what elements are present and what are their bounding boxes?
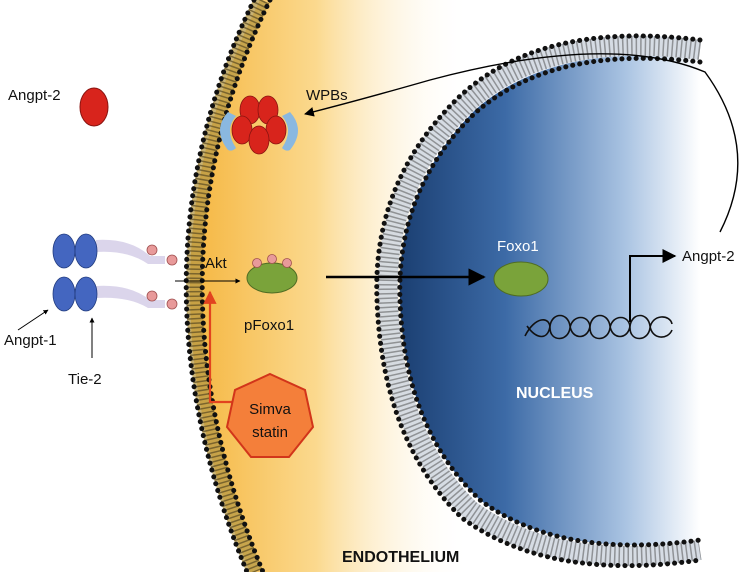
endothelium-label: ENDOTHELIUM — [342, 549, 459, 566]
angpt1-icon — [52, 233, 98, 312]
simvastatin-label-line1: Simva — [249, 401, 291, 418]
foxo1-icon — [493, 261, 549, 297]
heptagon-icon — [225, 372, 315, 458]
angpt1-label: Angpt-1 — [4, 332, 57, 349]
tie2-label: Tie-2 — [68, 371, 102, 388]
akt-label: Akt — [205, 255, 228, 272]
transcription-arrow — [629, 249, 677, 322]
nucleus — [374, 33, 703, 569]
foxo1-label: Foxo1 — [497, 238, 539, 255]
pfoxo1-icon — [246, 254, 298, 294]
angpt2-storage-arrow — [304, 53, 739, 233]
cell-membrane — [183, 0, 273, 572]
simvastatin-label-line2: statin — [252, 424, 288, 441]
angpt1-pointer-arrow — [17, 309, 49, 331]
nucleus-label: NUCLEUS — [516, 385, 594, 402]
wpbs-label: WPBs — [306, 87, 348, 104]
weibel-palade-body-icon — [220, 95, 298, 155]
tie2-receptor-icon — [96, 239, 178, 310]
pfoxo1-label: pFoxo1 — [244, 317, 294, 334]
angpt2-gene-label: Angpt-2 — [682, 248, 735, 265]
angpt2-extracellular-label: Angpt-2 — [8, 87, 61, 104]
dna-helix-icon — [524, 314, 673, 340]
angpt2-extracellular-icon — [79, 87, 109, 127]
